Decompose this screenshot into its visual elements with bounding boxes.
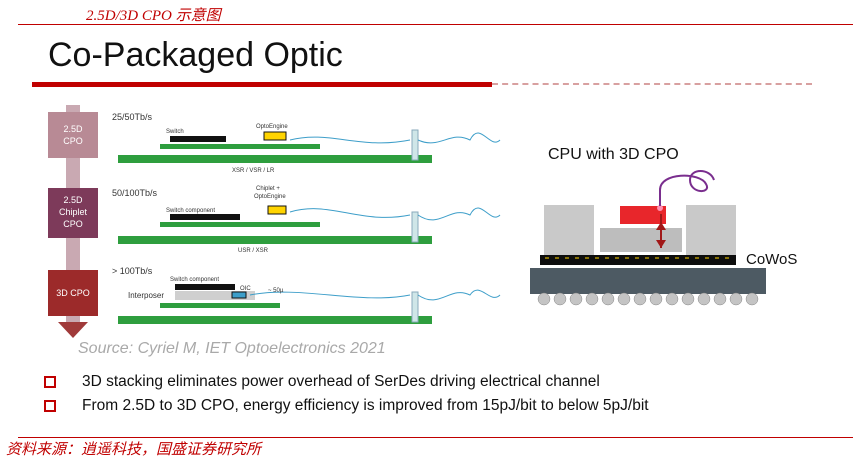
title-dashed-rule: [492, 83, 812, 85]
bullet-square-icon: [44, 376, 56, 388]
stage-box-1: 2.5D CPO: [48, 112, 98, 158]
stage-1-label-line1: 2.5D: [63, 124, 83, 134]
bullet-square-icon: [44, 400, 56, 412]
stage-3-diagram: > 100Tb/s Switch component OIC Interpose…: [112, 266, 501, 324]
svg-text:CPO: CPO: [63, 219, 83, 229]
svg-text:2.5D: 2.5D: [63, 195, 83, 205]
bullet-text: From 2.5D to 3D CPO, energy efficiency i…: [82, 397, 649, 414]
stage-2-diagram: 50/100Tb/s Switch component Chiplet + Op…: [112, 186, 501, 254]
stage-2-link-label: USR / XSR: [238, 248, 269, 254]
stage-3-oic-label: OIC: [240, 286, 251, 292]
stage-box-3: 3D CPO: [48, 270, 98, 316]
stage-1-opto-label: OptoEngine: [256, 124, 288, 130]
report-footer: 资料来源：逍遥科技，国盛证券研究所: [6, 442, 262, 458]
bullet-item: From 2.5D to 3D CPO, energy efficiency i…: [44, 397, 649, 415]
stage-1-switch-label: Switch: [166, 129, 184, 135]
title-underline: [32, 82, 492, 87]
stage-1-label-line2: CPO: [63, 136, 83, 146]
stage-1-link-label: XSR / VSR / LR: [232, 168, 275, 174]
stage-1-bandwidth: 25/50Tb/s: [112, 112, 153, 122]
bullet-text: 3D stacking eliminates power overhead of…: [82, 373, 600, 390]
slide-title: Co-Packaged Optic: [48, 36, 343, 74]
stage-2-bandwidth: 50/100Tb/s: [112, 188, 158, 198]
stage-box-2: 2.5D Chiplet CPO: [48, 188, 98, 238]
stage-1-diagram: 25/50Tb/s Switch OptoEngine XSR / VSR / …: [112, 112, 501, 174]
bullet-item: 3D stacking eliminates power overhead of…: [44, 373, 600, 391]
stage-3-bandwidth: > 100Tb/s: [112, 266, 153, 276]
header-divider: [18, 24, 853, 25]
report-header: 2.5D/3D CPO 示意图: [86, 8, 221, 24]
figure-source: Source: Cyriel M, IET Optoelectronics 20…: [78, 340, 386, 357]
cowos-label: CoWoS: [746, 251, 797, 268]
stage-2-chiplet-label: Chiplet +: [256, 186, 280, 192]
stage-3-switch-label: Switch component: [170, 277, 219, 283]
flow-arrow-head: [58, 322, 88, 338]
cpu-3d-cpo-package: CPU with 3D CPO CoWoS: [530, 146, 797, 306]
svg-text:3D CPO: 3D CPO: [56, 288, 90, 298]
stage-2-switch-label: Switch component: [166, 208, 215, 214]
svg-text:Chiplet: Chiplet: [59, 207, 88, 217]
footer-divider: [18, 437, 853, 438]
stage-3-interposer-label: Interposer: [128, 291, 164, 300]
cpu-3dcpo-title: CPU with 3D CPO: [548, 146, 679, 163]
svg-text:OptoEngine: OptoEngine: [254, 194, 286, 200]
stage-3-link-label: ~ 50µ: [268, 288, 284, 294]
